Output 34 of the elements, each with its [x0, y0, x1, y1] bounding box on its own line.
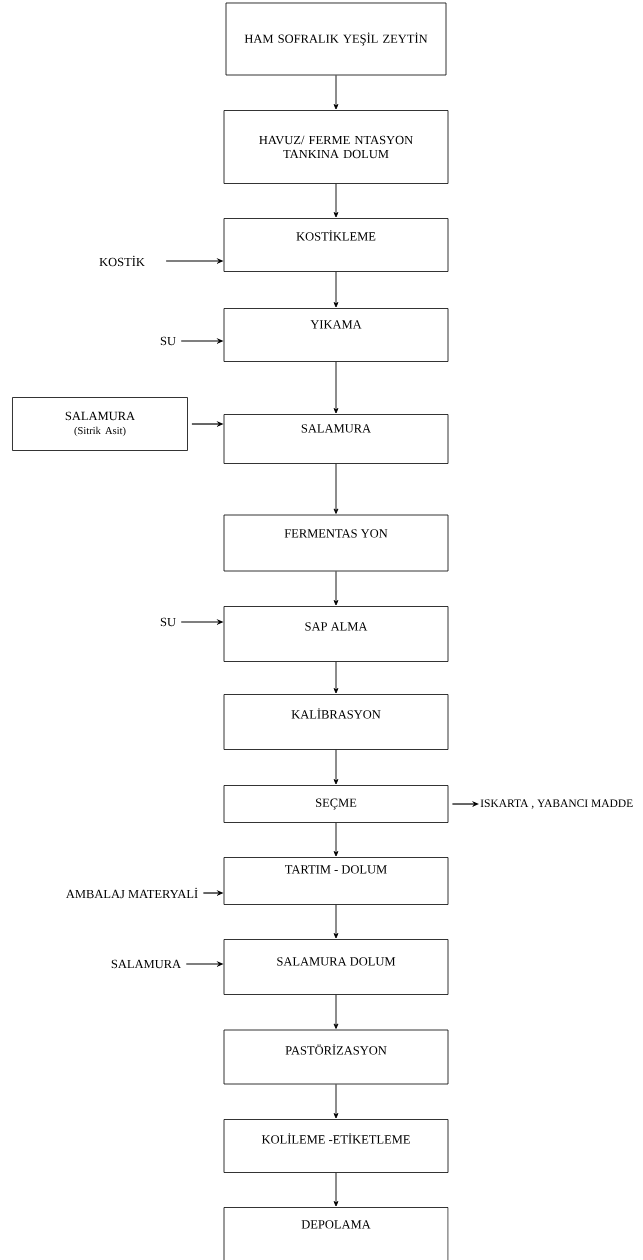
- process-box: SALAMURA (Sitrik Asit): [12, 397, 188, 451]
- arrow: [333, 904, 339, 939]
- arrow: [333, 74, 339, 110]
- process-box: DEPOLAMA: [223, 1207, 449, 1260]
- arrow: [333, 661, 339, 694]
- arrow: [333, 749, 339, 785]
- process-box: TARTIM - DOLUM: [223, 857, 449, 905]
- input-label: SU: [160, 617, 176, 627]
- input-label: SALAMURA: [111, 959, 181, 969]
- process-box: SEÇME: [223, 785, 449, 823]
- process-box: FERMENTAS YON: [223, 514, 449, 572]
- process-box: KOLİLEME -ETİKETLEME: [223, 1119, 449, 1173]
- process-box: SALAMURA DOLUM: [223, 939, 449, 995]
- input-label: SU: [160, 336, 176, 346]
- process-box: YIKAMA: [223, 308, 449, 362]
- arrow: [333, 271, 339, 308]
- arrow: [333, 570, 339, 606]
- input-label: ISKARTA , YABANCI MADDE: [480, 799, 633, 809]
- process-box: SAP ALMA: [223, 606, 449, 662]
- process-box: HAVUZ/ FERME NTASYON TANKINA DOLUM: [223, 110, 449, 184]
- arrow: [333, 1083, 339, 1119]
- arrow: [333, 183, 339, 218]
- process-box: KOSTİKLEME: [223, 218, 449, 272]
- process-box: PASTÖRİZASYON: [223, 1029, 449, 1085]
- arrow: [333, 822, 339, 857]
- arrow: [333, 361, 339, 414]
- input-label: AMBALAJ MATERYALİ: [66, 887, 198, 899]
- input-label: KOSTİK: [99, 255, 145, 267]
- process-box: KALİBRASYON: [223, 694, 449, 750]
- process-box: HAM SOFRALIK YEŞİL ZEYTİN: [225, 2, 447, 76]
- arrow: [333, 1172, 339, 1207]
- arrow: [333, 994, 339, 1029]
- process-box: SALAMURA: [223, 414, 449, 464]
- arrow: [333, 463, 339, 514]
